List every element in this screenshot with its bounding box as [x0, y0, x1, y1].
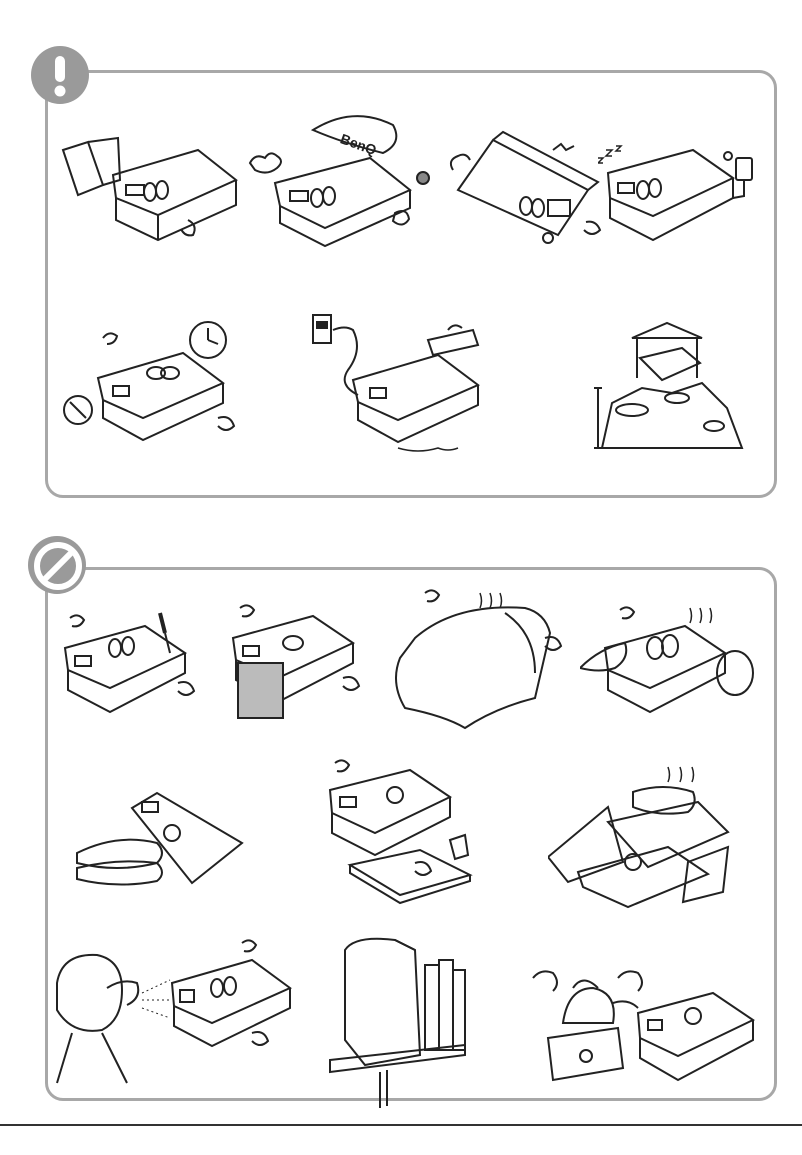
- projector-screwdriver-illustration: [60, 608, 220, 718]
- projector-with-benq-cap-illustration: BenQ: [245, 108, 445, 248]
- exclamation-badge: [31, 46, 89, 104]
- person-staring-at-lens-illustration: [52, 938, 292, 1088]
- prohibited-icon: [34, 542, 82, 590]
- dont-section-panel: [45, 567, 777, 1101]
- projector-covered-cloth-illustration: [395, 588, 575, 733]
- projector-on-pillows-illustration: [72, 788, 252, 888]
- projector-with-manual-illustration: [58, 130, 238, 250]
- do-section-panel: [45, 70, 777, 498]
- benq-cap-text: BenQ: [338, 130, 379, 158]
- projector-power-cord-outlet-illustration: [308, 300, 508, 460]
- projector-with-clock-illustration: [58, 318, 258, 448]
- projector-on-side-illustration: [448, 130, 608, 250]
- projector-upright-books-illustration: [325, 930, 470, 1110]
- exclamation-icon: [54, 56, 66, 97]
- prohibited-badge: [28, 536, 86, 594]
- projector-with-power-adapter-illustration: [598, 138, 768, 248]
- projector-hand-fan-illustration: [580, 598, 760, 723]
- projector-blocked-vent-illustration: [228, 598, 388, 728]
- page-footer-rule: [0, 1124, 802, 1126]
- projector-high-altitude-illustration: [592, 318, 752, 454]
- projector-under-pile-illustration: [548, 762, 748, 912]
- projector-near-kettle-illustration: [528, 958, 758, 1088]
- projector-spilled-cup-illustration: [320, 755, 490, 915]
